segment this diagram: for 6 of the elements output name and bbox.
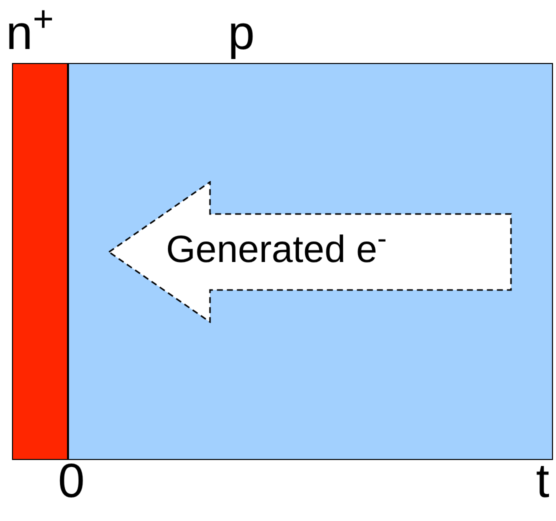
arrow-text: Generated e$^{-}$ [166,231,387,269]
axis-label: t [536,458,550,506]
region-label: n$^{+}$ [6,10,54,58]
region-label: p [228,10,255,58]
axis-label: 0 [58,458,85,506]
arrow-shape [108,181,513,323]
